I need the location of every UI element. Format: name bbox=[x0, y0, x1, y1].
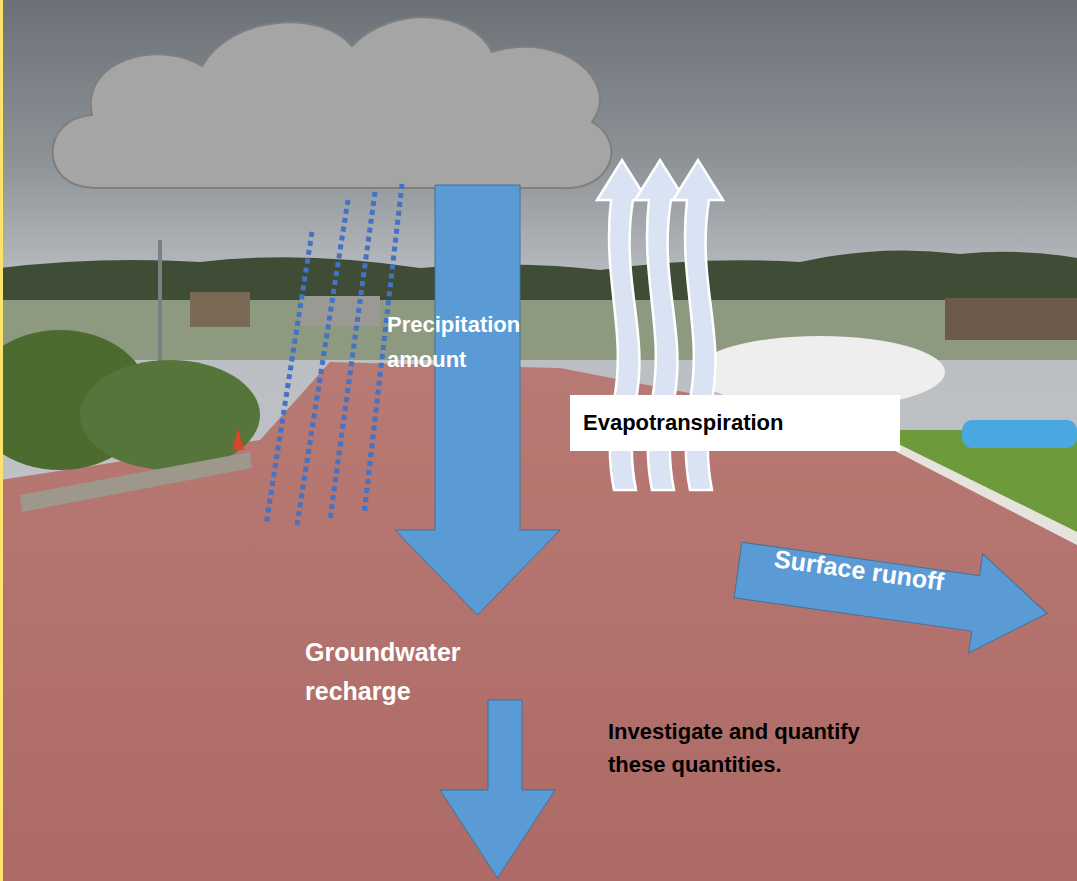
traffic-cone bbox=[232, 428, 244, 450]
note-text: Investigate and quantify these quantitie… bbox=[608, 715, 908, 781]
building bbox=[190, 292, 250, 327]
stone-wall bbox=[20, 452, 252, 512]
building bbox=[945, 298, 1077, 340]
cloud bbox=[53, 17, 612, 188]
arrow-shape bbox=[731, 520, 1054, 662]
node-text: Precipitation amount bbox=[387, 307, 602, 377]
precipitation-arrow: Precipitation amount bbox=[395, 185, 560, 615]
bush bbox=[80, 360, 260, 470]
arrow-shape bbox=[395, 185, 560, 615]
node-text: Evapotranspiration bbox=[583, 395, 783, 451]
rain-lines bbox=[266, 184, 402, 525]
surface-runoff-arrow: Surface runoff bbox=[731, 520, 1054, 662]
building bbox=[300, 296, 380, 326]
pool bbox=[962, 420, 1077, 448]
rain-line bbox=[297, 200, 348, 525]
frame-edge bbox=[0, 0, 3, 881]
arrow-outline bbox=[395, 185, 560, 615]
rain-line bbox=[266, 232, 312, 525]
pole bbox=[158, 240, 162, 365]
recharge-arrow bbox=[440, 700, 555, 878]
recharge-label: Groundwater recharge bbox=[305, 633, 490, 711]
evapotranspiration-box: Evapotranspiration bbox=[570, 395, 900, 451]
arrow-outline bbox=[731, 520, 1054, 662]
